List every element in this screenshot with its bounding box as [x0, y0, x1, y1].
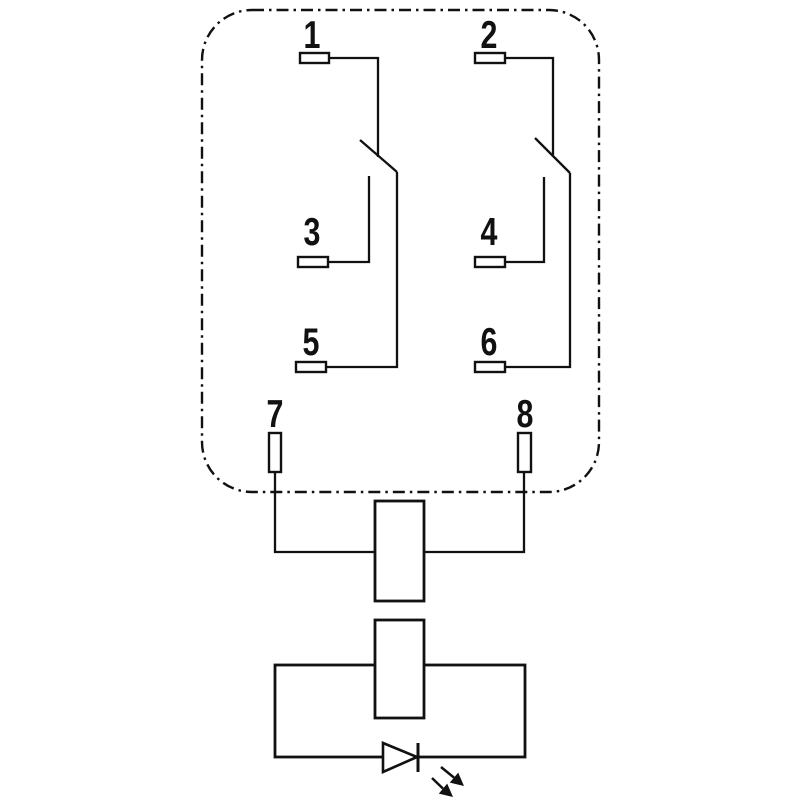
contact-pole-a: 1 3 5	[294, 13, 399, 374]
pin-7-wire	[273, 472, 375, 554]
relay-coil	[373, 499, 426, 603]
pin-3-terminal	[296, 255, 330, 269]
pin-1-wire	[329, 56, 380, 157]
pin-1-terminal	[298, 51, 331, 65]
emission-arrow-1-head	[449, 772, 464, 786]
coil-circuit: 7 8	[267, 392, 534, 603]
pin-5-label: 5	[303, 320, 320, 363]
pole-b-switch-blade	[534, 137, 571, 174]
emission-arrow-1-shaft	[440, 766, 455, 779]
emission-arrow-2-head	[438, 783, 453, 797]
pin-3-wire	[328, 176, 371, 264]
pin-2-wire	[505, 56, 555, 155]
pin-5-wire	[326, 172, 399, 369]
pin-4-wire	[505, 177, 546, 264]
pin-7-terminal	[267, 431, 283, 474]
pin-7-label: 7	[267, 392, 284, 435]
pin-8-label: 8	[517, 392, 534, 435]
pin-6-wire	[505, 173, 572, 369]
series-element-box	[373, 618, 426, 720]
pin-8-wire	[425, 472, 526, 554]
pin-6-label: 6	[481, 320, 498, 363]
pin-4-label: 4	[481, 210, 498, 253]
pin-2-terminal	[473, 51, 507, 65]
pin-1-label: 1	[304, 13, 321, 56]
pole-a-switch-blade	[359, 139, 398, 173]
pin-4-terminal	[473, 255, 507, 269]
emission-arrow-2-shaft	[431, 777, 444, 790]
pin-3-label: 3	[304, 210, 321, 253]
diode-triangle	[381, 741, 421, 774]
relay-body-boundary	[200, 8, 601, 494]
indicator-module	[273, 618, 527, 797]
pin-2-label: 2	[481, 13, 498, 56]
contact-pole-b: 2 4 6	[473, 13, 572, 374]
light-emission-arrows-icon	[431, 766, 464, 797]
pin-5-terminal	[294, 360, 328, 374]
pin-6-terminal	[473, 360, 507, 374]
led-diode-icon	[381, 741, 421, 774]
pin-8-terminal	[516, 431, 533, 474]
